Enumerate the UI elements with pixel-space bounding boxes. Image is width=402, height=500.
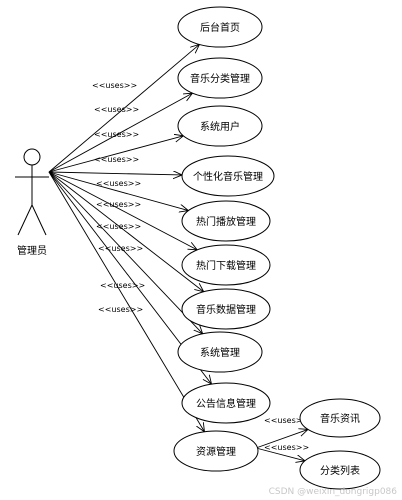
stereotype-label-uc-resource: <<uses>> xyxy=(98,305,143,314)
uc-music-data-ellipse[interactable] xyxy=(181,288,271,330)
association-line-uc-system xyxy=(48,171,203,334)
actor-head xyxy=(23,148,41,166)
uc-hot-dl-label: 热门下载管理 xyxy=(196,259,256,272)
uc-music-cat-ellipse[interactable] xyxy=(177,57,263,99)
uc-cat-list-ellipse[interactable] xyxy=(299,450,381,490)
uc-news-ellipse[interactable] xyxy=(299,398,381,438)
association-lines xyxy=(48,44,308,461)
uc-resource-label: 资源管理 xyxy=(196,445,236,458)
actor-leg-right xyxy=(31,204,47,236)
stereotype-label-uc-hot-dl: <<uses>> xyxy=(96,200,141,209)
uc-user-ellipse[interactable] xyxy=(177,105,263,147)
uc-hot-dl[interactable]: 热门下载管理 xyxy=(181,244,271,286)
association-line-uc-music-cat xyxy=(48,93,193,173)
actor-label: 管理员 xyxy=(17,244,47,257)
uc-user[interactable]: 系统用户 xyxy=(177,105,263,147)
uc-system[interactable]: 系统管理 xyxy=(177,331,263,373)
association-line-uc-personal xyxy=(48,172,182,175)
stereotype-label-uc-hot-play: <<uses>> xyxy=(96,179,141,188)
uc-resource-ellipse[interactable] xyxy=(173,430,259,472)
stereotype-label-uc-cat-list: <<uses>> xyxy=(264,443,309,452)
stereotype-label-uc-personal: <<uses>> xyxy=(94,155,139,164)
association-line-uc-music-data xyxy=(48,171,204,292)
stereotype-labels: <<uses>> <<uses>> <<uses>> <<uses>> <<uses>>… xyxy=(92,81,309,452)
uc-cat-list[interactable]: 分类列表 xyxy=(299,450,381,490)
uc-hot-play[interactable]: 热门播放管理 xyxy=(181,200,271,242)
watermark: CSDN @weixin_dongrigp086 xyxy=(269,487,398,497)
uc-music-cat-label: 音乐分类管理 xyxy=(190,72,250,85)
uc-news[interactable]: 音乐资讯 xyxy=(299,398,381,438)
stereotype-label-uc-system: <<uses>> xyxy=(98,244,143,253)
uc-music-data-label: 音乐数据管理 xyxy=(196,303,256,316)
uc-personal-ellipse[interactable] xyxy=(181,155,275,197)
uc-resource[interactable]: 资源管理 xyxy=(173,430,259,472)
uc-music-cat[interactable]: 音乐分类管理 xyxy=(177,57,263,99)
stereotype-label-uc-music-data: <<uses>> xyxy=(96,222,141,231)
uc-hot-play-ellipse[interactable] xyxy=(181,200,271,242)
uc-notice-label: 公告信息管理 xyxy=(196,397,256,410)
uc-personal[interactable]: 个性化音乐管理 xyxy=(181,155,275,197)
uc-cat-list-label: 分类列表 xyxy=(320,464,360,477)
stereotype-label-uc-home: <<uses>> xyxy=(92,81,137,90)
use-cases: 后台首页音乐分类管理系统用户个性化音乐管理热门播放管理热门下载管理音乐数据管理系… xyxy=(173,6,381,490)
association-line-uc-user xyxy=(48,136,183,173)
uc-home-label: 后台首页 xyxy=(200,21,240,34)
uc-system-label: 系统管理 xyxy=(200,346,240,359)
association-line-uc-hot-dl xyxy=(48,171,197,250)
uc-user-label: 系统用户 xyxy=(200,120,240,133)
association-line-uc-home xyxy=(48,44,199,173)
uc-music-data[interactable]: 音乐数据管理 xyxy=(181,288,271,330)
uc-news-label: 音乐资讯 xyxy=(320,412,360,425)
stereotype-label-uc-music-cat: <<uses>> xyxy=(94,105,139,114)
uc-home-ellipse[interactable] xyxy=(177,6,263,48)
association-line-uc-cat-list xyxy=(255,447,305,461)
uc-personal-label: 个性化音乐管理 xyxy=(193,170,263,183)
association-line-uc-news xyxy=(255,429,308,449)
uc-system-ellipse[interactable] xyxy=(177,331,263,373)
actor-leg-left xyxy=(17,204,33,236)
uc-notice-ellipse[interactable] xyxy=(181,382,271,424)
uc-home[interactable]: 后台首页 xyxy=(177,6,263,48)
stereotype-label-uc-news: <<uses>> xyxy=(264,416,309,425)
uc-hot-dl-ellipse[interactable] xyxy=(181,244,271,286)
uc-notice[interactable]: 公告信息管理 xyxy=(181,382,271,424)
association-line-uc-resource xyxy=(48,171,204,432)
stereotype-label-uc-notice: <<uses>> xyxy=(100,281,145,290)
association-line-uc-hot-play xyxy=(48,171,188,211)
uc-hot-play-label: 热门播放管理 xyxy=(196,215,256,228)
stereotype-label-uc-user: <<uses>> xyxy=(94,130,139,139)
actor-figure xyxy=(15,148,49,236)
